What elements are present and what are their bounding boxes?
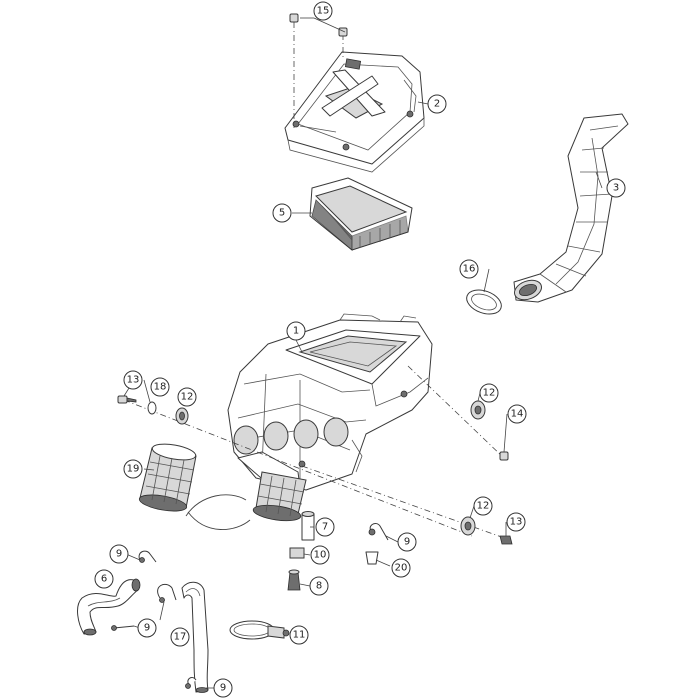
elbow-hose[interactable] [77,578,141,636]
intake-boot-left[interactable] [138,441,197,514]
callout-20[interactable]: 20 [391,558,411,578]
callout-6[interactable]: 6 [94,569,114,589]
intake-hose[interactable] [512,113,629,303]
callout-12-right-lower[interactable]: 12 [473,496,493,516]
callout-20-label: 20 [395,563,408,574]
hose-clip-lower[interactable] [111,625,135,631]
callout-10[interactable]: 10 [310,545,330,565]
callout-12-right-upper-label: 12 [483,388,496,399]
callout-1[interactable]: 1 [286,321,306,341]
intake-boot-right[interactable] [252,471,307,523]
callout-7-label: 7 [322,522,328,533]
callout-16[interactable]: 16 [459,259,479,279]
callout-9-mid-left[interactable]: 9 [137,618,157,638]
callout-3[interactable]: 3 [606,178,626,198]
hose-clip-upper[interactable] [138,550,157,563]
callout-13-right-label: 13 [510,517,523,528]
callout-13-left[interactable]: 13 [123,370,143,390]
callout-14-label: 14 [511,409,524,420]
hose-clip-bottom[interactable] [185,677,197,689]
drain-clamp-small[interactable] [289,547,305,559]
callout-9-right-label: 9 [404,537,410,548]
callout-6-label: 6 [101,574,107,585]
callout-9-right[interactable]: 9 [397,532,417,552]
callout-9-mid-left-label: 9 [144,623,150,634]
callout-9-upper-left[interactable]: 9 [109,544,129,564]
callout-5-label: 5 [279,208,285,219]
callout-18[interactable]: 18 [150,377,170,397]
drain-hose[interactable] [181,581,209,693]
callout-18-label: 18 [154,382,167,393]
callout-17-label: 17 [174,632,187,643]
hose-clip-mid[interactable] [157,583,177,603]
callout-15[interactable]: 15 [313,1,333,21]
drain-valve[interactable] [287,569,301,591]
callout-12-right-lower-label: 12 [477,501,490,512]
callout-9-upper-left-label: 9 [116,549,122,560]
hose-gasket[interactable] [463,286,504,319]
callout-11[interactable]: 11 [289,625,309,645]
callout-8[interactable]: 8 [309,576,329,596]
callout-12-left-label: 12 [181,392,194,403]
hose-clip-right[interactable] [368,523,389,541]
callout-15-label: 15 [317,6,330,17]
callout-2[interactable]: 2 [427,94,447,114]
callout-7[interactable]: 7 [315,517,335,537]
callout-13-left-label: 13 [127,375,140,386]
left-fastener-set[interactable] [117,395,189,425]
callout-12-left[interactable]: 12 [177,387,197,407]
callout-3-label: 3 [613,183,619,194]
hose-clamp[interactable] [229,620,290,640]
callout-14[interactable]: 14 [507,404,527,424]
callout-8-label: 8 [316,581,322,592]
callout-19[interactable]: 19 [123,459,143,479]
right-fastener-set-lower[interactable] [460,516,513,545]
callout-11-label: 11 [293,630,306,641]
callout-10-label: 10 [314,550,327,561]
airbox-housing[interactable] [227,313,433,491]
callout-13-right[interactable]: 13 [506,512,526,532]
callout-9-bottom[interactable]: 9 [213,678,233,698]
airbox-lid[interactable] [284,51,425,173]
callout-12-right-upper[interactable]: 12 [479,383,499,403]
callout-2-label: 2 [434,99,440,110]
callout-5[interactable]: 5 [272,203,292,223]
drain-fitting[interactable] [301,511,315,541]
callout-16-label: 16 [463,264,476,275]
drain-cap[interactable] [365,551,379,565]
air-filter[interactable] [309,177,413,251]
callout-9-bottom-label: 9 [220,683,226,694]
callout-17[interactable]: 17 [170,627,190,647]
boot-swap-arrow [185,494,251,530]
lid-screws[interactable] [289,13,348,128]
callout-19-label: 19 [127,464,140,475]
callout-1-label: 1 [293,326,299,337]
right-fastener-set-upper[interactable] [470,400,509,461]
